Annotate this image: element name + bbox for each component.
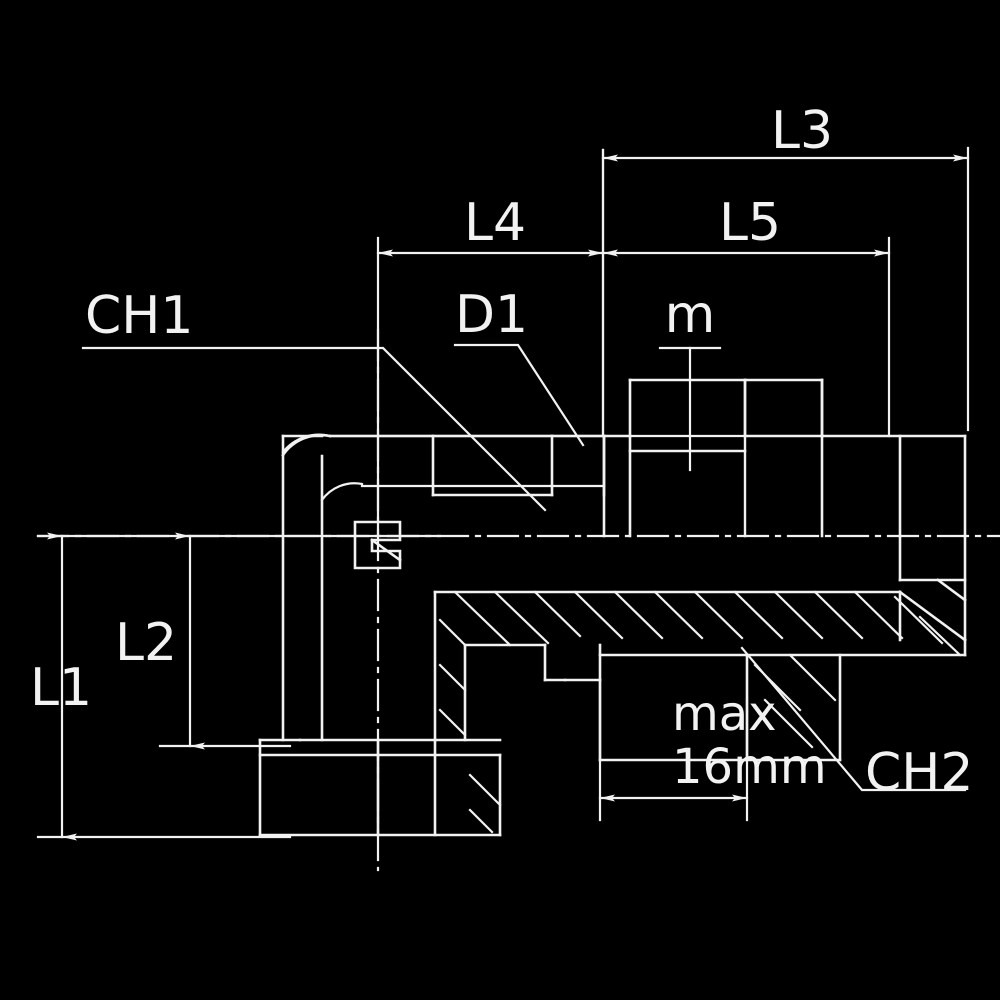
ch1-leader-line — [81, 346, 547, 512]
label-l4: L4 — [464, 193, 526, 253]
leader-d1 — [453, 343, 585, 447]
construction-lines — [328, 434, 606, 488]
dimension-l3 — [601, 146, 970, 438]
ch1-arc-lower — [320, 482, 364, 502]
label-l3: L3 — [771, 101, 833, 161]
label-max-line1: max — [672, 686, 777, 742]
elbow-detail-marker — [353, 520, 402, 570]
label-l2: L2 — [115, 613, 177, 673]
leader-ch1 — [81, 346, 547, 512]
label-ch1: CH1 — [85, 286, 194, 346]
dimension-l2 — [158, 532, 292, 750]
label-d1: D1 — [455, 285, 528, 345]
fitting-body-outline — [281, 378, 967, 742]
dimension-l5 — [601, 236, 891, 438]
label-l5: L5 — [719, 193, 781, 253]
label-ch2: CH2 — [865, 743, 974, 803]
dimension-l1 — [36, 532, 442, 841]
dimension-max16mm — [598, 678, 749, 822]
leader-ch2 — [740, 646, 967, 792]
ch2-leader-line — [740, 646, 967, 792]
label-l1: L1 — [30, 658, 92, 718]
section-hatching — [438, 590, 962, 834]
d1-leader-line — [453, 343, 585, 447]
label-m: m — [665, 285, 716, 345]
ch1-arc-upper — [281, 433, 332, 454]
label-max-line2: 16mm — [672, 739, 827, 795]
leader-m — [658, 346, 722, 472]
